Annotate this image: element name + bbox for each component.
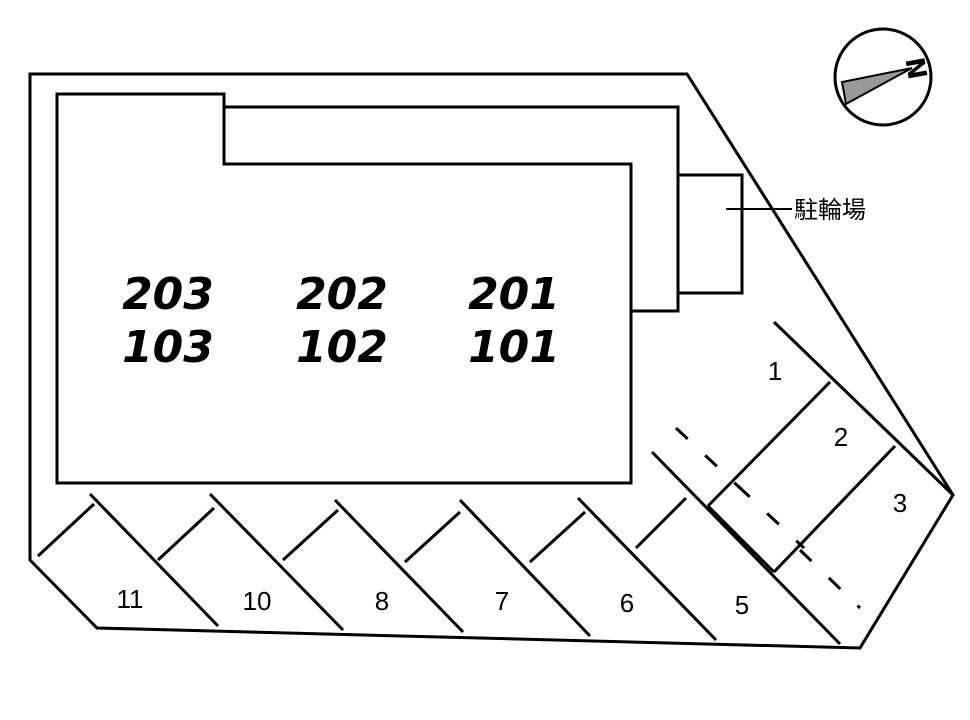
unit-label: 202 xyxy=(296,269,388,320)
parking-slot-number: 5 xyxy=(735,590,749,620)
parking-front-dash xyxy=(736,484,806,550)
parking-divider xyxy=(650,450,842,646)
parking-divider xyxy=(706,380,832,508)
site-boundary xyxy=(28,72,955,650)
unit-label: 201 xyxy=(468,269,560,320)
parking-front-dash xyxy=(634,496,688,550)
parking-divider xyxy=(208,492,345,632)
parking-divider xyxy=(576,496,718,642)
unit-label: 101 xyxy=(468,322,560,373)
parking-slot-number: 1 xyxy=(768,356,782,386)
parking-front-dash xyxy=(674,426,742,490)
building-annex xyxy=(224,105,680,313)
parking-front-dash xyxy=(403,510,462,564)
parking-slot-number: 11 xyxy=(117,584,144,614)
bicycle-parking-area xyxy=(676,173,744,295)
bicycle-parking-label: 駐輪場 xyxy=(794,196,866,224)
parking-slot-number: 6 xyxy=(620,588,634,618)
compass-icon: N xyxy=(833,27,935,127)
parking-slot-number: 8 xyxy=(375,586,389,616)
unit-label: 102 xyxy=(296,322,388,373)
parking-front-dash xyxy=(281,508,340,562)
parking-divider xyxy=(772,320,955,497)
parking-slot-number: 7 xyxy=(495,586,509,616)
parking-front-dash xyxy=(36,502,96,558)
parking-divider xyxy=(333,498,465,634)
unit-label: 203 xyxy=(122,269,214,320)
parking-divider xyxy=(88,492,220,628)
parking-slot-number: 2 xyxy=(834,422,848,452)
building-outline xyxy=(55,92,633,485)
parking-front-dash xyxy=(528,510,587,564)
parking-divider xyxy=(706,504,776,574)
parking-slot-number: 10 xyxy=(243,586,272,616)
svg-text:N: N xyxy=(901,55,934,82)
unit-label: 103 xyxy=(122,322,214,373)
parking-divider xyxy=(458,498,592,638)
parking-divider xyxy=(772,444,897,574)
parking-front-dash xyxy=(156,506,216,562)
parking-slot-number: 3 xyxy=(893,488,907,518)
parking-front-dash xyxy=(798,548,862,610)
